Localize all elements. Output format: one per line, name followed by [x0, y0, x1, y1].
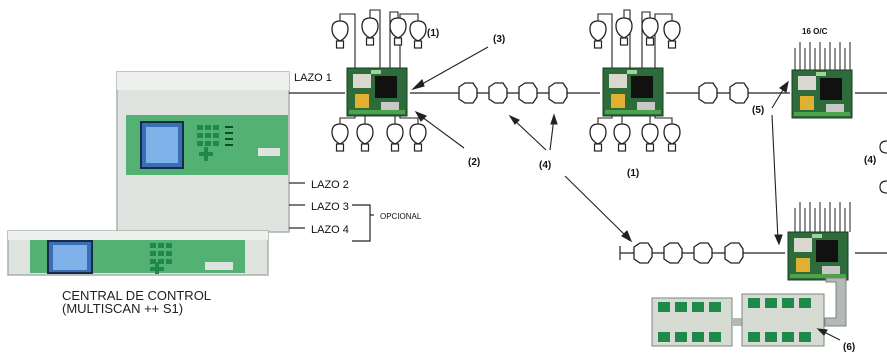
label-lazo3: LAZO 3	[311, 201, 349, 213]
output-module-16oc	[791, 42, 853, 119]
callout-6: (6)	[843, 342, 855, 353]
module-1	[331, 9, 427, 152]
callout-5: (5)	[752, 105, 764, 116]
label-lazo1: LAZO 1	[294, 72, 332, 84]
control-panel-secondary	[7, 230, 269, 276]
label-lazo4: LAZO 4	[311, 224, 349, 236]
callout-1b: (1)	[627, 168, 639, 179]
callout-3: (3)	[493, 34, 505, 45]
central-title-line1: CENTRAL DE CONTROL	[62, 288, 211, 303]
label-opcional: OPCIONAL	[380, 212, 422, 221]
output-module-lower	[787, 202, 851, 281]
callout-1a: (1)	[427, 28, 439, 39]
central-title-line2: (MULTISCAN ++ S1)	[62, 301, 183, 316]
loop-lines	[289, 92, 374, 242]
relay-modules	[651, 277, 847, 347]
callout-4a: (4)	[539, 160, 551, 171]
control-panel-main	[116, 71, 290, 233]
detectors-edge	[879, 140, 887, 194]
callout-4b: (4)	[864, 155, 876, 166]
label-lazo2: LAZO 2	[311, 179, 349, 191]
module-2	[589, 9, 681, 152]
callout-arrows	[411, 46, 841, 341]
label-16oc: 16 O/C	[802, 27, 828, 36]
callout-2: (2)	[468, 157, 480, 168]
